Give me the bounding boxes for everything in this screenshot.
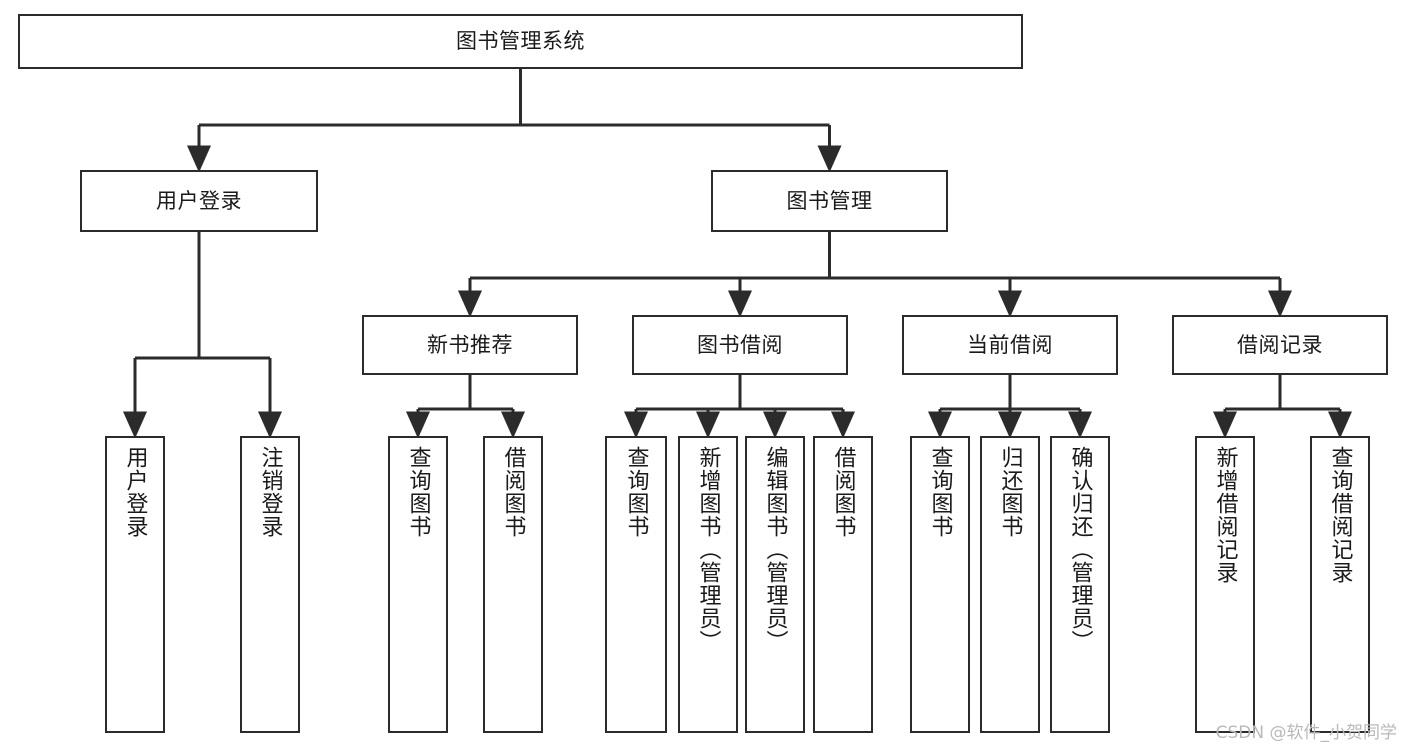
node-leaf-borrow-book-1-label: 借阅图书 <box>500 446 526 538</box>
node-leaf-user-login[interactable]: 用户登录 <box>105 436 165 733</box>
csdn-watermark: CSDN @软件_小贺同学 <box>1215 723 1397 743</box>
node-leaf-add-book[interactable]: 新增图书（管理员） <box>678 436 738 733</box>
node-current-borrow[interactable]: 当前借阅 <box>902 315 1118 375</box>
edges-group <box>123 69 1352 439</box>
node-leaf-confirm-return-label: 确认归还（管理员） <box>1067 446 1093 653</box>
node-current-borrow-label: 当前借阅 <box>967 332 1053 357</box>
node-book-manage-label: 图书管理 <box>786 188 873 213</box>
node-leaf-query-book-3[interactable]: 查询图书 <box>910 436 970 733</box>
node-new-book-recommend-label: 新书推荐 <box>427 332 513 357</box>
node-leaf-user-login-label: 用户登录 <box>122 446 148 538</box>
node-book-borrow-label: 图书借阅 <box>697 332 783 357</box>
node-leaf-borrow-book-1[interactable]: 借阅图书 <box>483 436 543 733</box>
node-leaf-query-book-1-label: 查询图书 <box>405 446 431 538</box>
node-leaf-query-book-1[interactable]: 查询图书 <box>388 436 448 733</box>
node-leaf-borrow-book-2[interactable]: 借阅图书 <box>813 436 873 733</box>
node-borrow-record-label: 借阅记录 <box>1237 332 1323 357</box>
node-user-login-label: 用户登录 <box>156 188 242 213</box>
node-leaf-add-record[interactable]: 新增借阅记录 <box>1195 436 1255 733</box>
node-leaf-borrow-book-2-label: 借阅图书 <box>830 446 856 538</box>
node-leaf-add-record-label: 新增借阅记录 <box>1212 446 1238 584</box>
node-leaf-return-book[interactable]: 归还图书 <box>980 436 1040 733</box>
node-user-login[interactable]: 用户登录 <box>80 170 318 232</box>
node-leaf-query-record-label: 查询借阅记录 <box>1327 446 1353 584</box>
node-leaf-logout-label: 注销登录 <box>257 446 283 538</box>
node-book-borrow[interactable]: 图书借阅 <box>632 315 848 375</box>
node-root[interactable]: 图书管理系统 <box>18 14 1023 69</box>
node-leaf-return-book-label: 归还图书 <box>997 446 1023 538</box>
node-leaf-logout[interactable]: 注销登录 <box>240 436 300 733</box>
node-new-book-recommend[interactable]: 新书推荐 <box>362 315 578 375</box>
node-leaf-query-book-2-label: 查询图书 <box>623 446 649 538</box>
node-leaf-query-book-3-label: 查询图书 <box>927 446 953 538</box>
node-leaf-edit-book-label: 编辑图书（管理员） <box>762 446 788 653</box>
node-leaf-confirm-return[interactable]: 确认归还（管理员） <box>1050 436 1110 733</box>
node-leaf-query-record[interactable]: 查询借阅记录 <box>1310 436 1370 733</box>
node-leaf-edit-book[interactable]: 编辑图书（管理员） <box>745 436 805 733</box>
node-root-label: 图书管理系统 <box>456 29 585 54</box>
node-borrow-record[interactable]: 借阅记录 <box>1172 315 1388 375</box>
node-book-manage[interactable]: 图书管理 <box>711 170 948 232</box>
node-leaf-add-book-label: 新增图书（管理员） <box>695 446 721 653</box>
node-leaf-query-book-2[interactable]: 查询图书 <box>605 436 667 733</box>
